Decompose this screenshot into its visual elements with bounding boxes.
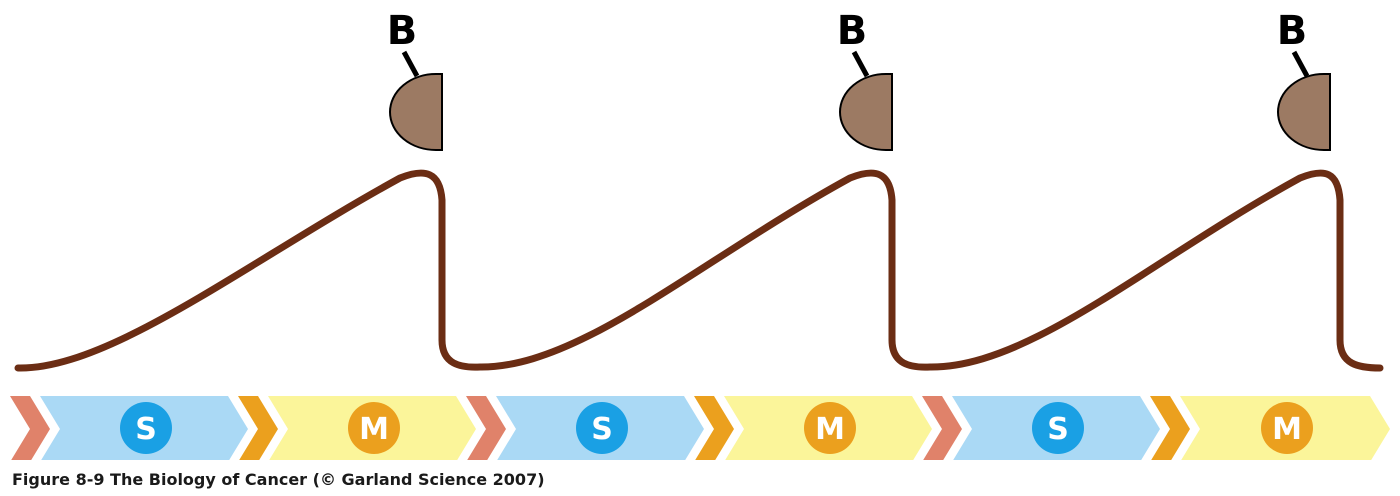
- gap-phase-chevron: [466, 396, 506, 460]
- protein-b-marker: B: [1277, 8, 1331, 151]
- phase-s-label: S: [1047, 412, 1069, 447]
- phase-m-label: M: [815, 412, 845, 447]
- gap-phase-chevron: [694, 396, 734, 460]
- protein-b-shape: [839, 73, 893, 151]
- phase-m-badge: [348, 402, 400, 454]
- gap-phase-chevron: [922, 396, 962, 460]
- gap-phase-chevron: [1150, 396, 1190, 460]
- phase-m-badge: [804, 402, 856, 454]
- gap-phase-chevron: [10, 396, 50, 460]
- marker-tick: [401, 50, 420, 78]
- protein-b-shape: [389, 73, 443, 151]
- level-curve: [14, 169, 1384, 372]
- cell-cycle-diagram: B B B S M S M S M: [10, 8, 1390, 460]
- phase-s-badge: [120, 402, 172, 454]
- phase-s-label: S: [591, 412, 613, 447]
- marker-tick: [1291, 50, 1310, 78]
- phase-s-label: S: [135, 412, 157, 447]
- marker-tick: [851, 50, 870, 78]
- marker-label: B: [1277, 8, 1308, 54]
- phase-m-label: M: [359, 412, 389, 447]
- phase-s-badge: [1032, 402, 1084, 454]
- phase-s-badge: [576, 402, 628, 454]
- protein-b-marker: B: [837, 8, 893, 151]
- protein-b-marker: B: [387, 8, 443, 151]
- phase-m-badge: [1261, 402, 1313, 454]
- marker-label: B: [837, 8, 868, 54]
- gap-phase-chevron: [238, 396, 278, 460]
- figure-caption: Figure 8-9 The Biology of Cancer (© Garl…: [12, 470, 545, 489]
- phase-m-label: M: [1272, 412, 1302, 447]
- protein-b-shape: [1277, 73, 1331, 151]
- marker-label: B: [387, 8, 418, 54]
